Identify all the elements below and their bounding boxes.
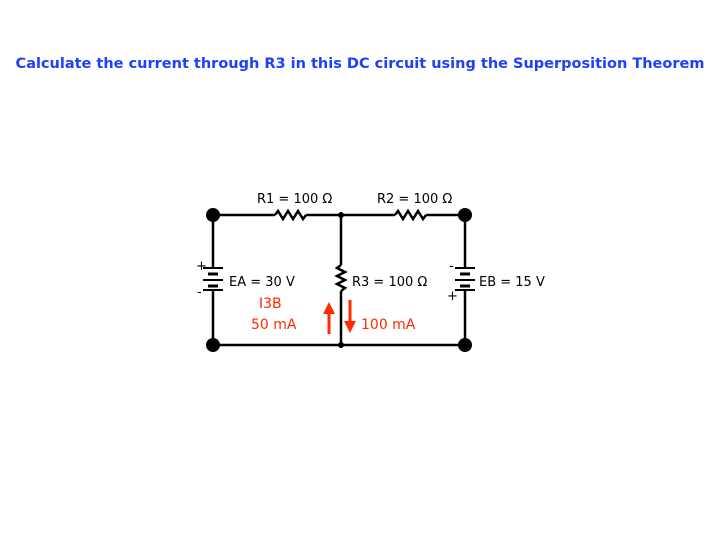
eb-label: EB = 15 V (479, 275, 545, 290)
left-current-label: 50 mA (251, 317, 297, 333)
eb-minus: - (449, 259, 454, 274)
nodes (206, 208, 472, 352)
r1-label: R1 = 100 Ω (257, 192, 332, 207)
wires (211, 208, 467, 347)
eb-plus: + (447, 289, 458, 304)
resistor-r2 (394, 208, 427, 222)
node-top-middle (338, 212, 344, 218)
page-title: Calculate the current through R3 in this… (15, 56, 705, 72)
node-bottom-left (206, 338, 220, 352)
i3b-label: I3B (259, 296, 282, 312)
r2-label: R2 = 100 Ω (377, 192, 452, 207)
resistor-r1 (274, 208, 307, 222)
node-bottom-right (458, 338, 472, 352)
node-top-right (458, 208, 472, 222)
node-top-left (206, 208, 220, 222)
arrow-down-icon (344, 300, 356, 333)
battery-ea (203, 267, 223, 291)
resistor-r3 (334, 264, 348, 292)
ea-minus: - (197, 285, 202, 300)
node-bottom-middle (338, 342, 344, 348)
battery-eb (455, 267, 475, 291)
ea-plus: + (196, 259, 207, 274)
ea-label: EA = 30 V (229, 275, 295, 290)
r3-label: R3 = 100 Ω (352, 275, 427, 290)
right-current-label: 100 mA (361, 317, 416, 333)
arrow-up-icon (323, 302, 335, 334)
